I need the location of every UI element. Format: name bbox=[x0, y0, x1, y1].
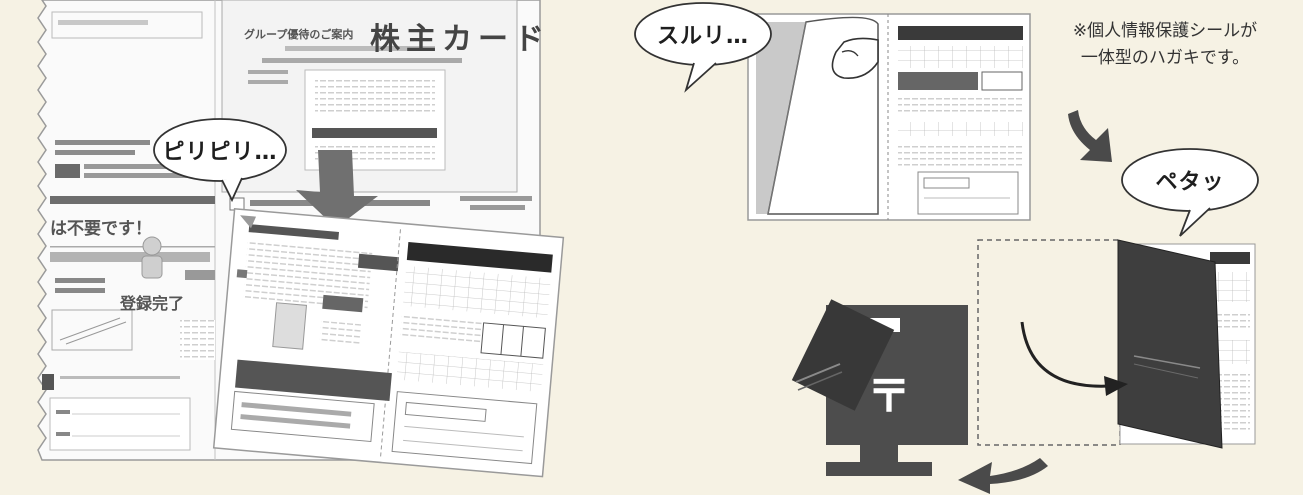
return-arrow-icon bbox=[958, 458, 1048, 494]
note-line-1: ※個人情報保護シールが bbox=[1072, 21, 1258, 41]
registration-complete-text: 登録完了 bbox=[120, 294, 185, 313]
peeling-postcard bbox=[747, 13, 1031, 221]
sururi-speech-bubble bbox=[634, 2, 772, 93]
piripiri-speech-bubble bbox=[153, 118, 287, 203]
note-line-2: 一体型のハガキです。 bbox=[1080, 48, 1250, 68]
post-box bbox=[791, 299, 968, 476]
sururi-label: スルリ… bbox=[656, 24, 749, 49]
sealed-postcard bbox=[977, 239, 1256, 449]
card-title: 株主カード bbox=[370, 22, 550, 57]
detached-postcard bbox=[212, 207, 565, 478]
document-fragment-text: は不要です！ bbox=[50, 219, 152, 239]
postal-mark-icon: 〒 bbox=[867, 371, 911, 422]
card-header: グループ優待のご案内 bbox=[244, 28, 354, 41]
privacy-seal-note: ※個人情報保護シールが 一体型のハガキです。 bbox=[1040, 18, 1290, 72]
petatt-speech-bubble bbox=[1121, 148, 1259, 237]
curved-arrow-icon bbox=[1068, 110, 1112, 162]
piripiri-label: ピリピリ… bbox=[162, 140, 278, 165]
down-arrow-icon bbox=[296, 150, 378, 228]
petatt-label: ペタッ bbox=[1155, 170, 1225, 195]
